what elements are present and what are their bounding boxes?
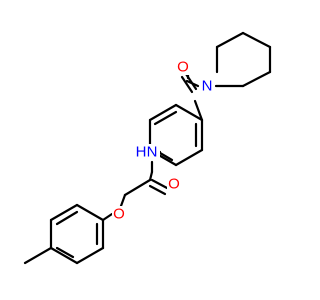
molecule-diagram: O N H N O O xyxy=(23,31,272,265)
atom-n-amide: N xyxy=(147,144,158,161)
atom-bg-o-top xyxy=(176,59,190,75)
n-to-c xyxy=(148,170,154,182)
amide-co-2 xyxy=(148,184,167,196)
pip-bond-3 xyxy=(241,31,272,49)
ringB-5 xyxy=(49,203,79,222)
ringB-6 xyxy=(75,203,105,222)
carbonyl-to-ring xyxy=(193,99,204,122)
ringA-5 xyxy=(148,103,178,122)
structure-canvas: O N H N O O xyxy=(23,31,272,265)
co-top-1 xyxy=(184,72,198,91)
atom-bg-o-amide xyxy=(167,176,181,192)
atom-bg-n-pip xyxy=(200,78,214,94)
pip-bond-2 xyxy=(215,31,245,49)
o-to-ring xyxy=(101,212,114,222)
ringB-2 xyxy=(75,246,105,265)
ringB-db-2 xyxy=(55,246,75,259)
amide-to-ch2 xyxy=(123,178,152,197)
atom-h-amide: H xyxy=(136,144,147,161)
ringB-3 xyxy=(49,246,79,265)
methyl xyxy=(23,246,53,265)
ringA-2 xyxy=(174,148,204,167)
atom-bg-nh xyxy=(134,144,160,160)
atom-n-piperidine: N xyxy=(202,78,213,95)
co-top-2 xyxy=(180,75,194,94)
ringA-6 xyxy=(174,103,204,122)
ch2-to-o xyxy=(119,193,127,208)
atom-label-layer: O N H N O O xyxy=(112,59,214,223)
ringB-db-3 xyxy=(55,210,79,226)
pip-bond-5 xyxy=(241,70,272,88)
amide-co-1 xyxy=(150,178,169,190)
atom-o-ether: O xyxy=(113,206,125,223)
ringA-db-3 xyxy=(153,110,178,126)
atom-o-amide: O xyxy=(168,176,180,193)
atom-bg-o-ether xyxy=(112,206,126,222)
atom-o-carbonyl-top: O xyxy=(177,59,189,76)
